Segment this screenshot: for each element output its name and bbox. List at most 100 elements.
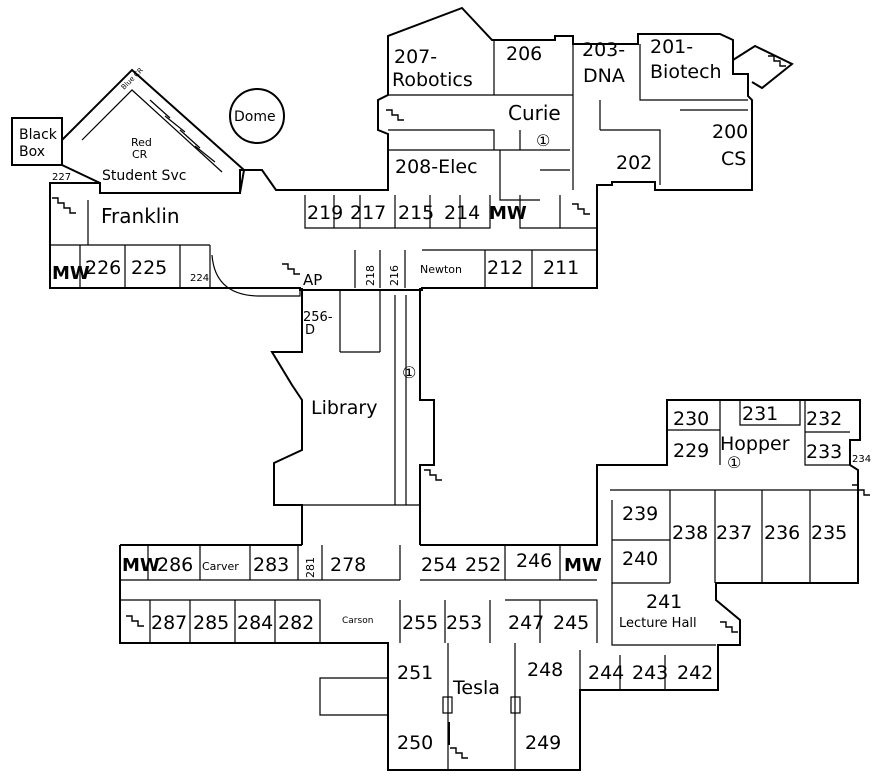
room-202-label[interactable]: 202	[616, 152, 652, 174]
room-244-label[interactable]: 244	[588, 662, 624, 684]
room-218-label[interactable]: 218	[364, 265, 377, 286]
room-287-label[interactable]: 287	[151, 612, 187, 634]
room-dome-label[interactable]: Dome	[234, 109, 276, 125]
diagonal-wing-inner	[81, 89, 223, 173]
room-243-label[interactable]: 243	[632, 662, 668, 684]
room-ap-label[interactable]: AP	[303, 271, 322, 289]
room-232-label[interactable]: 232	[806, 408, 842, 430]
room-231-label[interactable]: 231	[742, 403, 778, 425]
room-201-biotech-label[interactable]: Biotech	[650, 61, 722, 83]
room-216-label[interactable]: 216	[388, 265, 401, 286]
stair-3	[572, 203, 590, 215]
room-248-label[interactable]: 248	[527, 659, 563, 681]
room-blackbox-label-2[interactable]: Box	[19, 144, 45, 160]
room-239-label[interactable]: 239	[622, 503, 658, 525]
building-walls	[11, 6, 861, 771]
room-lecturehall-label[interactable]: Lecture Hall	[619, 616, 697, 631]
room-217-label[interactable]: 217	[350, 202, 386, 224]
room-carver-label[interactable]: Carver	[202, 560, 239, 573]
room-255-label[interactable]: 255	[402, 612, 438, 634]
room-283-label[interactable]: 283	[253, 554, 289, 576]
room-230-label[interactable]: 230	[673, 408, 709, 430]
room-219-label[interactable]: 219	[307, 202, 343, 224]
room-253-label[interactable]: 253	[446, 612, 482, 634]
restroom-mw-br-label[interactable]: MW	[564, 555, 602, 576]
room-242-label[interactable]: 242	[677, 662, 713, 684]
room-237-label[interactable]: 237	[716, 522, 752, 544]
info-markers: ① ① ①	[402, 131, 741, 472]
room-250-label[interactable]: 250	[397, 732, 433, 754]
room-245-label[interactable]: 245	[553, 612, 589, 634]
stair-9	[720, 621, 738, 633]
room-tesla-label[interactable]: Tesla	[452, 677, 500, 699]
room-curie-label[interactable]: Curie	[508, 101, 561, 125]
dome-outline	[229, 88, 285, 144]
room-224-label[interactable]: 224	[190, 273, 209, 284]
room-hopper-label[interactable]: Hopper	[720, 433, 790, 455]
room-225-label[interactable]: 225	[131, 257, 167, 279]
room-246-label[interactable]: 246	[516, 550, 552, 572]
room-252-label[interactable]: 252	[465, 554, 501, 576]
east-room-row	[354, 249, 597, 288]
room-blackbox-label[interactable]: Black	[19, 127, 58, 143]
room-281-label[interactable]: 281	[304, 557, 317, 578]
room-286-label[interactable]: 286	[157, 554, 193, 576]
room-207-robotics-label[interactable]: Robotics	[392, 69, 473, 91]
room-215-label[interactable]: 215	[398, 202, 434, 224]
room-203-dna-label[interactable]: DNA	[583, 65, 625, 87]
stair-4	[768, 55, 786, 67]
south-room-dividers	[120, 545, 716, 770]
room-208-label[interactable]: 208-Elec	[395, 156, 478, 178]
restroom-mw-bl-label[interactable]: MW	[122, 555, 160, 576]
room-284-label[interactable]: 284	[237, 612, 273, 634]
room-278-label[interactable]: 278	[330, 554, 366, 576]
room-212-label[interactable]: 212	[487, 257, 523, 279]
room-256d-label[interactable]: 256-	[303, 310, 333, 325]
room-247-label[interactable]: 247	[508, 612, 544, 634]
room-redcr-label-2[interactable]: CR	[132, 148, 148, 161]
restroom-mw-top-label[interactable]: MW	[489, 203, 527, 224]
room-redcr-label[interactable]: Red	[131, 136, 152, 149]
stairs	[52, 55, 870, 759]
north-room-dividers	[387, 40, 748, 201]
info-marker-library: ①	[402, 363, 416, 382]
restroom-mw-left-label[interactable]: MW	[52, 263, 90, 284]
room-200-label[interactable]: 200	[712, 121, 748, 143]
room-214-label[interactable]: 214	[444, 202, 480, 224]
room-282-label[interactable]: 282	[278, 612, 314, 634]
room-library-label[interactable]: Library	[311, 397, 377, 419]
room-235-label[interactable]: 235	[811, 522, 847, 544]
room-200-cs-label[interactable]: CS	[721, 148, 746, 170]
room-233-label[interactable]: 233	[806, 441, 842, 463]
room-franklin-label[interactable]: Franklin	[101, 204, 180, 228]
room-226-label[interactable]: 226	[85, 257, 121, 279]
room-207-label[interactable]: 207-	[394, 46, 437, 68]
room-234-label[interactable]: 234	[852, 454, 871, 465]
room-201-label[interactable]: 201-	[650, 36, 693, 58]
room-241-label[interactable]: 241	[646, 591, 682, 613]
west-room-row	[49, 200, 211, 288]
room-256d-label-2[interactable]: D	[305, 323, 315, 338]
stair-5	[282, 263, 300, 275]
room-240-label[interactable]: 240	[622, 548, 658, 570]
room-studentsvc-label[interactable]: Student Svc	[102, 168, 186, 184]
library-inner	[302, 290, 420, 506]
stair-8	[126, 615, 144, 627]
room-206-label[interactable]: 206	[506, 43, 542, 65]
room-254-label[interactable]: 254	[421, 554, 457, 576]
south-wing-outline	[119, 399, 861, 771]
room-227-label[interactable]: 227	[52, 172, 71, 183]
room-203-label[interactable]: 203-	[582, 39, 625, 61]
room-251-label[interactable]: 251	[397, 662, 433, 684]
room-labels: 207- Robotics 206 203- DNA 201- Biotech …	[19, 36, 871, 754]
room-236-label[interactable]: 236	[764, 522, 800, 544]
info-marker-curie: ①	[536, 131, 550, 150]
room-229-label[interactable]: 229	[673, 440, 709, 462]
room-249-label[interactable]: 249	[525, 732, 561, 754]
room-211-label[interactable]: 211	[543, 257, 579, 279]
room-238-label[interactable]: 238	[672, 522, 708, 544]
room-carson-label[interactable]: Carson	[342, 616, 373, 626]
room-285-label[interactable]: 285	[193, 612, 229, 634]
room-newton-label[interactable]: Newton	[420, 263, 462, 276]
